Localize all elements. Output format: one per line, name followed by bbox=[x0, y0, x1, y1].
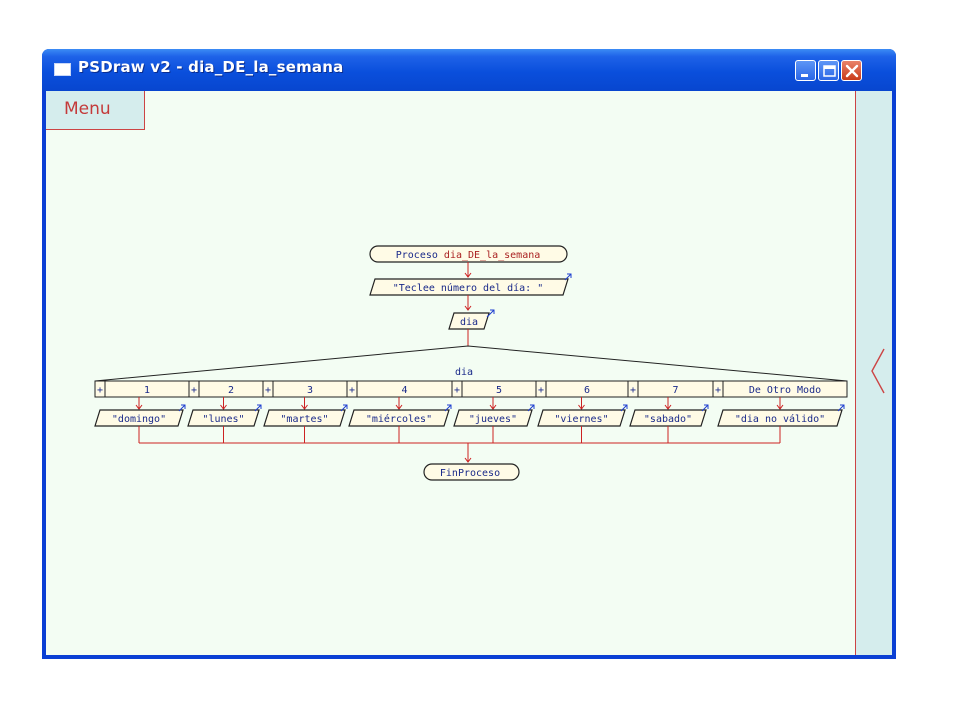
process-end-block[interactable] bbox=[423, 463, 520, 481]
case-output-block-2[interactable] bbox=[187, 409, 260, 427]
case-output-arrow-icon bbox=[701, 404, 709, 412]
case-output-text: "dia no válido" bbox=[735, 413, 825, 425]
case-output-block-6[interactable] bbox=[537, 409, 626, 427]
add-case-button[interactable] bbox=[262, 380, 274, 398]
canvas-area[interactable]: Menu Proceso dia_DE_la_semana "Teclee núm… bbox=[46, 91, 892, 655]
case-output-block-4[interactable] bbox=[348, 409, 450, 427]
arrow-head bbox=[220, 404, 227, 410]
add-case-plus-icon: + bbox=[265, 385, 271, 396]
read-input-arrow-icon bbox=[486, 309, 495, 318]
read-input-block[interactable] bbox=[448, 312, 490, 330]
case-output-text: "miércoles" bbox=[366, 413, 432, 425]
arrow-head bbox=[464, 272, 472, 278]
case-output-text: "jueves" bbox=[469, 414, 517, 425]
process-end-label: FinProceso bbox=[440, 468, 500, 479]
arrow-head bbox=[776, 404, 784, 410]
case-output-text: "domingo" bbox=[112, 414, 166, 425]
case-label: 7 bbox=[672, 385, 678, 396]
add-case-plus-icon: + bbox=[454, 385, 460, 396]
add-case-button[interactable] bbox=[535, 380, 547, 398]
case-output-arrow-icon bbox=[340, 404, 348, 412]
menu-button[interactable]: Menu bbox=[46, 91, 145, 130]
prompt-output-text: "Teclee número del día: " bbox=[393, 282, 544, 294]
case-output-arrow-icon bbox=[527, 404, 535, 412]
menu-label: Menu bbox=[64, 99, 111, 119]
minimize-button[interactable] bbox=[795, 60, 816, 81]
minimize-icon bbox=[801, 74, 808, 77]
prompt-output-arrow-icon bbox=[564, 273, 572, 281]
case-label: De Otro Modo bbox=[749, 385, 821, 396]
arrow-head bbox=[578, 404, 585, 410]
arrow-head bbox=[489, 404, 497, 410]
case-output-block-8[interactable] bbox=[717, 409, 843, 427]
arrow-head bbox=[301, 404, 308, 410]
add-case-plus-icon: + bbox=[715, 385, 721, 396]
case-label: 1 bbox=[144, 385, 150, 396]
add-case-plus-icon: + bbox=[349, 385, 355, 396]
add-case-plus-icon: + bbox=[97, 385, 103, 396]
process-start-label: Proceso dia_DE_la_semana bbox=[396, 250, 541, 261]
arrow-head bbox=[464, 457, 472, 463]
case-output-arrow-icon bbox=[837, 404, 845, 412]
case-cell-2[interactable] bbox=[188, 380, 264, 398]
add-case-button[interactable] bbox=[627, 380, 639, 398]
case-label: 4 bbox=[401, 385, 407, 396]
case-cell-4[interactable] bbox=[346, 380, 453, 398]
case-label: 5 bbox=[496, 385, 502, 396]
case-output-arrow-icon bbox=[178, 404, 186, 412]
title-bar[interactable]: PSDraw v2 - dia_DE_la_semana bbox=[42, 49, 896, 91]
case-cell-7[interactable] bbox=[627, 380, 714, 398]
add-case-button[interactable] bbox=[94, 380, 106, 398]
case-output-block-1[interactable] bbox=[94, 409, 184, 427]
case-label: 2 bbox=[228, 385, 234, 396]
case-cell-6[interactable] bbox=[535, 380, 629, 398]
case-cell-1[interactable] bbox=[94, 380, 190, 398]
side-panel[interactable] bbox=[855, 91, 892, 655]
window-title: PSDraw v2 - dia_DE_la_semana bbox=[78, 58, 344, 76]
switch-variable-label: dia bbox=[455, 367, 473, 378]
close-button[interactable] bbox=[841, 60, 862, 81]
add-case-plus-icon: + bbox=[191, 385, 197, 396]
case-output-block-5[interactable] bbox=[453, 409, 533, 427]
flowchart: Proceso dia_DE_la_semana "Teclee número d… bbox=[94, 245, 848, 481]
prompt-output-block[interactable] bbox=[369, 278, 569, 296]
close-icon bbox=[845, 64, 859, 78]
app-window: PSDraw v2 - dia_DE_la_semana Menu Proces… bbox=[42, 49, 896, 659]
add-case-button[interactable] bbox=[712, 380, 724, 398]
chevron-left-icon[interactable] bbox=[856, 91, 892, 655]
case-cell-5[interactable] bbox=[451, 380, 537, 398]
add-case-button[interactable] bbox=[188, 380, 200, 398]
read-input-var: dia bbox=[460, 317, 478, 328]
add-case-button[interactable] bbox=[451, 380, 463, 398]
add-case-button[interactable] bbox=[346, 380, 358, 398]
case-output-text: "sabado" bbox=[644, 414, 692, 425]
add-case-plus-icon: + bbox=[538, 385, 544, 396]
case-label: 6 bbox=[584, 385, 590, 396]
maximize-icon bbox=[823, 65, 836, 77]
case-output-arrow-icon bbox=[254, 404, 262, 412]
case-output-text: "martes" bbox=[280, 414, 328, 425]
app-window-icon bbox=[54, 63, 71, 76]
arrow-head bbox=[464, 305, 472, 311]
arrow-head bbox=[664, 404, 672, 410]
case-output-block-3[interactable] bbox=[263, 409, 346, 427]
case-output-arrow-icon bbox=[444, 404, 452, 412]
add-case-plus-icon: + bbox=[630, 385, 636, 396]
case-output-text: "viernes" bbox=[554, 414, 608, 425]
arrow-head bbox=[395, 404, 403, 410]
case-output-arrow-icon bbox=[620, 404, 628, 412]
case-cell-3[interactable] bbox=[262, 380, 348, 398]
maximize-button[interactable] bbox=[818, 60, 839, 81]
case-output-block-7[interactable] bbox=[629, 409, 707, 427]
case-output-text: "lunes" bbox=[202, 414, 244, 425]
case-label: 3 bbox=[307, 385, 313, 396]
arrow-head bbox=[135, 404, 143, 410]
